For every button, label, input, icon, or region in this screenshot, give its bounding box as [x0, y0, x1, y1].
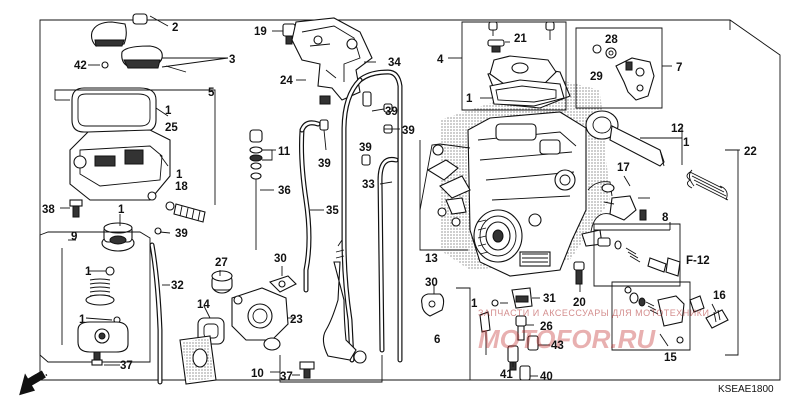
callout-25: 25	[165, 122, 178, 134]
callout-4: 4	[437, 54, 444, 66]
jet-assembly-group	[611, 281, 729, 351]
hot-start-lever-group	[575, 27, 663, 109]
callout-37: 37	[280, 371, 293, 383]
callout-39: 39	[175, 228, 188, 240]
callout-38: 38	[42, 204, 55, 216]
direction-label: FR.	[30, 368, 50, 386]
float-chamber-group	[39, 13, 206, 385]
callout-33: 33	[362, 179, 375, 191]
jets-group	[421, 261, 585, 381]
clip-part	[132, 13, 148, 25]
drain-screw	[173, 203, 206, 223]
callout-18: 18	[175, 181, 188, 193]
callout-11: 11	[278, 146, 291, 158]
callout-3: 3	[229, 54, 235, 66]
callout-39: 39	[402, 125, 415, 137]
callout-34: 34	[388, 57, 401, 69]
callout-26: 26	[540, 321, 553, 333]
callout-8: 8	[662, 212, 669, 224]
callout-37: 37	[120, 360, 133, 372]
callout-1: 1	[466, 93, 473, 105]
callout-1: 1	[118, 204, 125, 216]
lever-plate	[615, 57, 655, 101]
callout-15: 15	[664, 352, 677, 364]
callout-24: 24	[280, 75, 293, 87]
callout-30: 30	[274, 253, 287, 265]
callout-41: 41	[500, 369, 513, 381]
callout-1: 1	[471, 298, 478, 310]
callout-13: 13	[425, 253, 438, 265]
front-direction-arrow: FR.	[19, 368, 50, 396]
callout-5: 5	[208, 87, 215, 99]
bracket-5	[54, 89, 216, 205]
plunger-group	[585, 110, 729, 201]
callout-23: 23	[290, 314, 303, 326]
callout-43: 43	[551, 340, 564, 352]
callout-9: 9	[71, 231, 77, 243]
needle-and-hose-group	[179, 17, 403, 385]
callout-32: 32	[171, 280, 184, 292]
gasket	[71, 87, 157, 133]
callout-35: 35	[326, 205, 339, 217]
callout-27: 27	[215, 257, 228, 269]
callout-1: 1	[85, 266, 92, 278]
callout-31: 31	[543, 293, 556, 305]
callout-40: 40	[540, 371, 553, 383]
callout-39: 39	[385, 106, 398, 118]
callout-1: 1	[165, 105, 172, 117]
callout-42: 42	[74, 60, 87, 72]
callout-36: 36	[278, 185, 291, 197]
callout-39: 39	[318, 158, 331, 170]
callout-29: 29	[590, 71, 603, 83]
callout-30: 30	[425, 277, 438, 289]
callout-28: 28	[605, 34, 618, 46]
throttle-arm	[322, 261, 357, 361]
watermark-text: ЗАПЧАСТИ И АКСЕССУАРЫ ДЛЯ МОТОТЕХНИКИ	[478, 308, 709, 318]
top-cover-group	[461, 21, 567, 111]
diagram-code: KSEAE1800	[718, 384, 774, 395]
callout-21: 21	[514, 33, 527, 45]
callout-19: 19	[254, 26, 267, 38]
callout-20: 20	[573, 297, 586, 309]
figure-reference: F-12	[686, 255, 710, 267]
callout-6: 6	[434, 334, 440, 346]
callout-2: 2	[172, 22, 178, 34]
callout-39: 39	[359, 142, 372, 154]
callout-16: 16	[713, 290, 726, 302]
callout-7: 7	[676, 62, 682, 74]
callout-12: 12	[671, 123, 684, 135]
callout-10: 10	[251, 368, 264, 380]
callout-1: 1	[79, 314, 86, 326]
top-bracket	[291, 17, 373, 101]
callout-14: 14	[197, 299, 210, 311]
callout-22: 22	[744, 146, 757, 158]
watermark-logo: MOTOFOR.RU	[478, 324, 656, 354]
callout-17: 17	[617, 162, 630, 174]
callout-1: 1	[683, 137, 690, 149]
sensor-group	[581, 181, 681, 287]
callout-1: 1	[176, 169, 183, 181]
